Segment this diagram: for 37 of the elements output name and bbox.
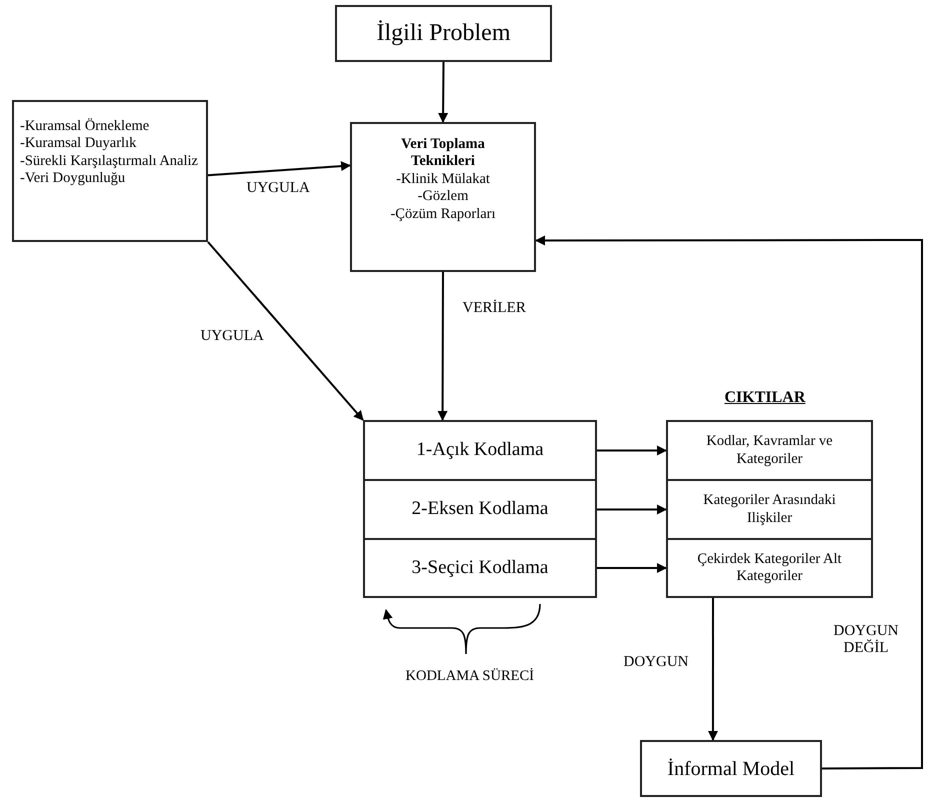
box-text: İnformal Model — [667, 756, 795, 780]
box-heading: Veri Toplama Teknikleri — [400, 136, 486, 171]
process-box — [350, 122, 536, 272]
output-box — [666, 420, 873, 481]
arrow — [597, 563, 667, 573]
box-text: -Sürekli Karşılaştırmalı Analiz — [20, 152, 199, 170]
brace-label: KODLAMA SÜRECİ — [406, 668, 534, 684]
arrow — [438, 62, 448, 123]
arrow — [597, 446, 667, 456]
process-box — [363, 420, 597, 481]
box-text: -Veri Doygunluğu — [20, 170, 126, 188]
process-box — [640, 740, 822, 797]
box-text: -Çözüm Raporları — [390, 206, 496, 223]
process-box — [12, 100, 208, 242]
box-text: -Kuramsal Örnekleme — [20, 118, 150, 136]
output-box — [666, 479, 873, 540]
arrow — [535, 236, 923, 770]
box-text: Kategoriler Arasındaki Ilişkiler — [702, 492, 837, 527]
box-text: Kodlar, Kavramlar ve Kategoriler — [705, 433, 834, 468]
section-heading: CIKTILAR — [724, 389, 806, 407]
box-text: -Gözlem — [418, 188, 468, 206]
arrow — [708, 598, 718, 741]
box-text: 2-Eksen Kodlama — [412, 498, 548, 521]
box-text: İlgili Problem — [376, 19, 510, 48]
box-text: Çekirdek Kategoriler Alt Kategoriler — [696, 550, 843, 586]
box-text: 3-Seçici Kodlama — [412, 556, 548, 580]
process-box — [335, 5, 552, 62]
arrow — [597, 504, 667, 514]
box-text: -Klinik Mülakat — [396, 170, 490, 188]
output-box — [666, 538, 873, 598]
arrow — [438, 272, 448, 421]
box-text: -Kuramsal Duyarlık — [20, 135, 138, 153]
box-text: 1-Açık Kodlama — [416, 439, 544, 462]
arrow — [207, 241, 364, 421]
arrow — [208, 161, 351, 176]
process-box — [363, 538, 597, 598]
process-box — [363, 479, 597, 540]
